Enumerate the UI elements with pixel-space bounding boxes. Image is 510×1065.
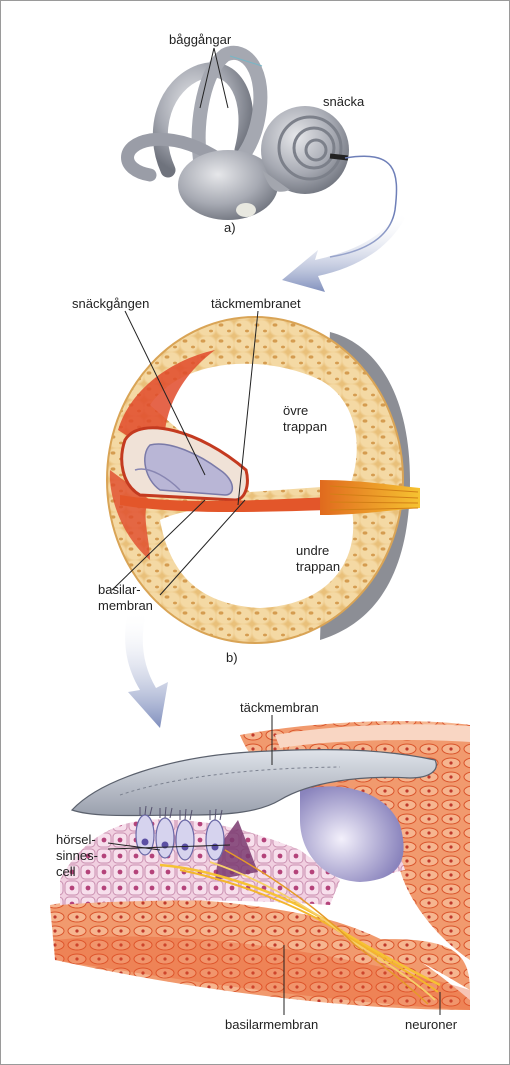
- label-horsel-line2: sinnes-: [56, 848, 98, 863]
- label-tackmembran: täckmembran: [240, 700, 319, 715]
- inner-ear-labyrinth: [121, 45, 398, 258]
- label-baggangar: båggångar: [169, 32, 232, 47]
- label-horsel-line3: cell: [56, 864, 76, 879]
- label-undre-line1: undre: [296, 543, 330, 558]
- cochlea-cross-section: [106, 316, 420, 644]
- label-undre-line2: trappan: [296, 559, 341, 574]
- leader-lines: [107, 47, 441, 1015]
- label-ovre-line1: övre: [283, 403, 309, 418]
- zoom-arrow-1: [282, 212, 405, 292]
- label-horsel-line1: hörsel-: [56, 832, 96, 847]
- label-part-b: b): [226, 650, 238, 665]
- label-ovre-line2: trappan: [283, 419, 328, 434]
- label-basilarmembran: basilarmembran: [225, 1017, 319, 1032]
- label-basilar-line1: basilar-: [98, 582, 141, 597]
- label-part-a: a): [224, 220, 236, 235]
- organ-of-corti: [50, 721, 470, 1010]
- label-snackgangen: snäckgången: [72, 296, 150, 311]
- blue-tick: [229, 55, 263, 67]
- zoom-arrow-2: [125, 610, 168, 728]
- hair-cells: [135, 805, 225, 861]
- label-neuroner: neuroner: [405, 1017, 458, 1032]
- label-snacka: snäcka: [323, 94, 365, 109]
- label-basilar-line2: membran: [98, 598, 153, 613]
- label-tackmembranet: täckmembranet: [211, 296, 301, 311]
